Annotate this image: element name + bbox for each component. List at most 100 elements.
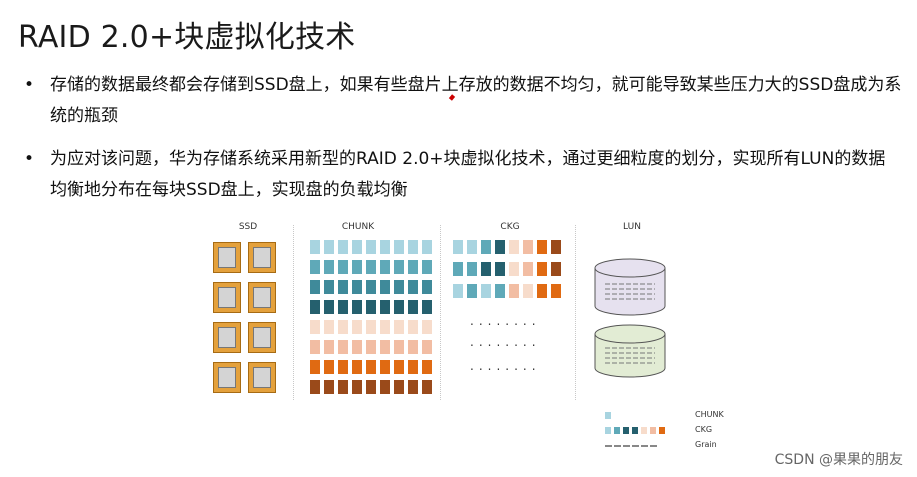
chunk-block [324, 260, 334, 274]
chunk-block [352, 280, 362, 294]
ckg-block [453, 240, 463, 254]
bullet-dot-icon: • [24, 70, 34, 101]
raid-diagram: SSD CHUNK CKG LUN ........ ........ ....… [205, 220, 675, 405]
chunk-block [380, 260, 390, 274]
chunk-block [408, 240, 418, 254]
legend-grain-swatch [650, 445, 657, 447]
ckg-block [453, 284, 463, 298]
column-label-lun: LUN [617, 222, 647, 232]
legend-ckg-swatch [632, 427, 638, 434]
chunk-block [422, 340, 432, 354]
ssd-disk-icon [248, 282, 276, 313]
ckg-block [551, 284, 561, 298]
column-divider [575, 225, 576, 400]
ssd-disk-icon [213, 242, 241, 273]
chunk-block [352, 380, 362, 394]
chunk-block [352, 300, 362, 314]
chunk-block [394, 360, 404, 374]
chunk-block [394, 340, 404, 354]
chunk-block [380, 320, 390, 334]
ckg-block [523, 240, 533, 254]
legend-grain-swatch [632, 445, 639, 447]
chunk-block [310, 280, 320, 294]
bullet-text: 为应对该问题，华为存储系统采用新型的RAID 2.0+块虚拟化技术，通过更细粒度… [50, 149, 885, 200]
chunk-block [338, 380, 348, 394]
column-divider [440, 225, 441, 400]
chunk-block [366, 340, 376, 354]
chunk-block [338, 340, 348, 354]
chunk-block [394, 260, 404, 274]
chunk-block [324, 380, 334, 394]
chunk-block [422, 280, 432, 294]
chunk-block [394, 320, 404, 334]
ckg-block [495, 262, 505, 276]
chunk-block [352, 240, 362, 254]
chunk-block [338, 360, 348, 374]
chunk-block [324, 280, 334, 294]
chunk-block [310, 240, 320, 254]
ellipsis-row: ........ [470, 335, 541, 349]
lun-cylinder-icon [593, 258, 667, 318]
ckg-block [523, 284, 533, 298]
chunk-block [338, 280, 348, 294]
ckg-block [467, 262, 477, 276]
ckg-block [467, 284, 477, 298]
chunk-block [408, 260, 418, 274]
chunk-block [338, 300, 348, 314]
ckg-block [523, 262, 533, 276]
chunk-block [380, 280, 390, 294]
chunk-block [352, 260, 362, 274]
column-label-ssd: SSD [233, 222, 263, 232]
ckg-block [481, 284, 491, 298]
chunk-block [408, 340, 418, 354]
chunk-block [422, 320, 432, 334]
ckg-block [481, 262, 491, 276]
ssd-disk-icon [248, 322, 276, 353]
bullet-item: • 为应对该问题，华为存储系统采用新型的RAID 2.0+块虚拟化技术，通过更细… [22, 144, 902, 206]
chunk-block [324, 360, 334, 374]
legend-grain-swatch [605, 445, 612, 447]
ckg-block [509, 284, 519, 298]
ckg-block [495, 240, 505, 254]
ssd-disk-icon [213, 282, 241, 313]
bullet-item: • 存储的数据最终都会存储到SSD盘上，如果有些盘片上存放的数据不均匀，就可能导… [22, 70, 902, 132]
chunk-block [408, 300, 418, 314]
chunk-block [422, 300, 432, 314]
ssd-disk-icon [213, 362, 241, 393]
legend-ckg-swatch [623, 427, 629, 434]
ellipsis-row: ........ [470, 314, 541, 328]
chunk-block [310, 360, 320, 374]
legend-ckg-swatch [605, 427, 611, 434]
ckg-block [509, 240, 519, 254]
chunk-block [338, 320, 348, 334]
legend-grain-swatch [614, 445, 621, 447]
chunk-block [366, 320, 376, 334]
chunk-block [422, 380, 432, 394]
chunk-block [324, 320, 334, 334]
chunk-block [422, 360, 432, 374]
legend-grain-swatch [641, 445, 648, 447]
legend-label-chunk: CHUNK [695, 410, 724, 419]
ssd-disk-icon [213, 322, 241, 353]
legend-label-grain: Grain [695, 440, 717, 449]
chunk-block [324, 340, 334, 354]
legend-grain-swatch [623, 445, 630, 447]
bullet-dot-icon: • [24, 144, 34, 175]
chunk-block [380, 300, 390, 314]
ellipsis-row: ........ [470, 359, 541, 373]
chunk-block [352, 360, 362, 374]
chunk-block [422, 260, 432, 274]
column-divider [293, 225, 294, 400]
ckg-block [537, 284, 547, 298]
chunk-block [366, 260, 376, 274]
chunk-block [408, 320, 418, 334]
chunk-block [380, 360, 390, 374]
chunk-block [394, 240, 404, 254]
chunk-block [394, 280, 404, 294]
chunk-block [366, 300, 376, 314]
legend-label-ckg: CKG [695, 425, 712, 434]
chunk-block [408, 380, 418, 394]
legend-ckg-swatch [641, 427, 647, 434]
chunk-block [394, 380, 404, 394]
ckg-block [551, 262, 561, 276]
